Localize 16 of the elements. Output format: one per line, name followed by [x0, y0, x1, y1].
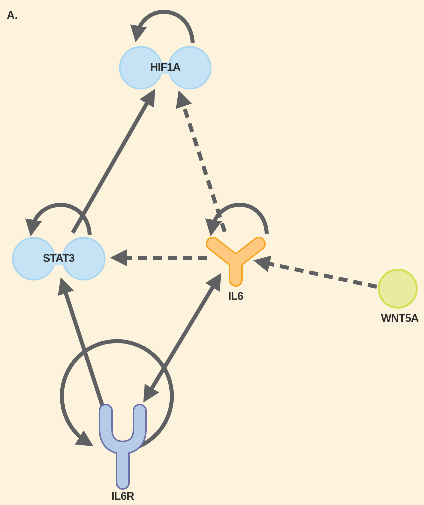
arrow [144, 273, 222, 403]
gene-label: STAT3 [43, 253, 75, 265]
gene-label: HIF1A [150, 62, 181, 74]
gene-label: IL6R [112, 491, 134, 503]
arrow [253, 256, 378, 289]
self-loop-arrow [206, 203, 269, 236]
panel-label: A. [7, 10, 18, 22]
arrow [71, 89, 156, 234]
arrow [110, 250, 207, 266]
self-loop-arrow [26, 203, 92, 236]
self-loop-arrow [60, 339, 174, 451]
self-loop-arrow [132, 10, 195, 44]
gene-label: IL6 [228, 291, 244, 303]
arrow [176, 90, 227, 233]
arrow [58, 278, 105, 408]
gene-label: WNT5A [381, 313, 419, 325]
